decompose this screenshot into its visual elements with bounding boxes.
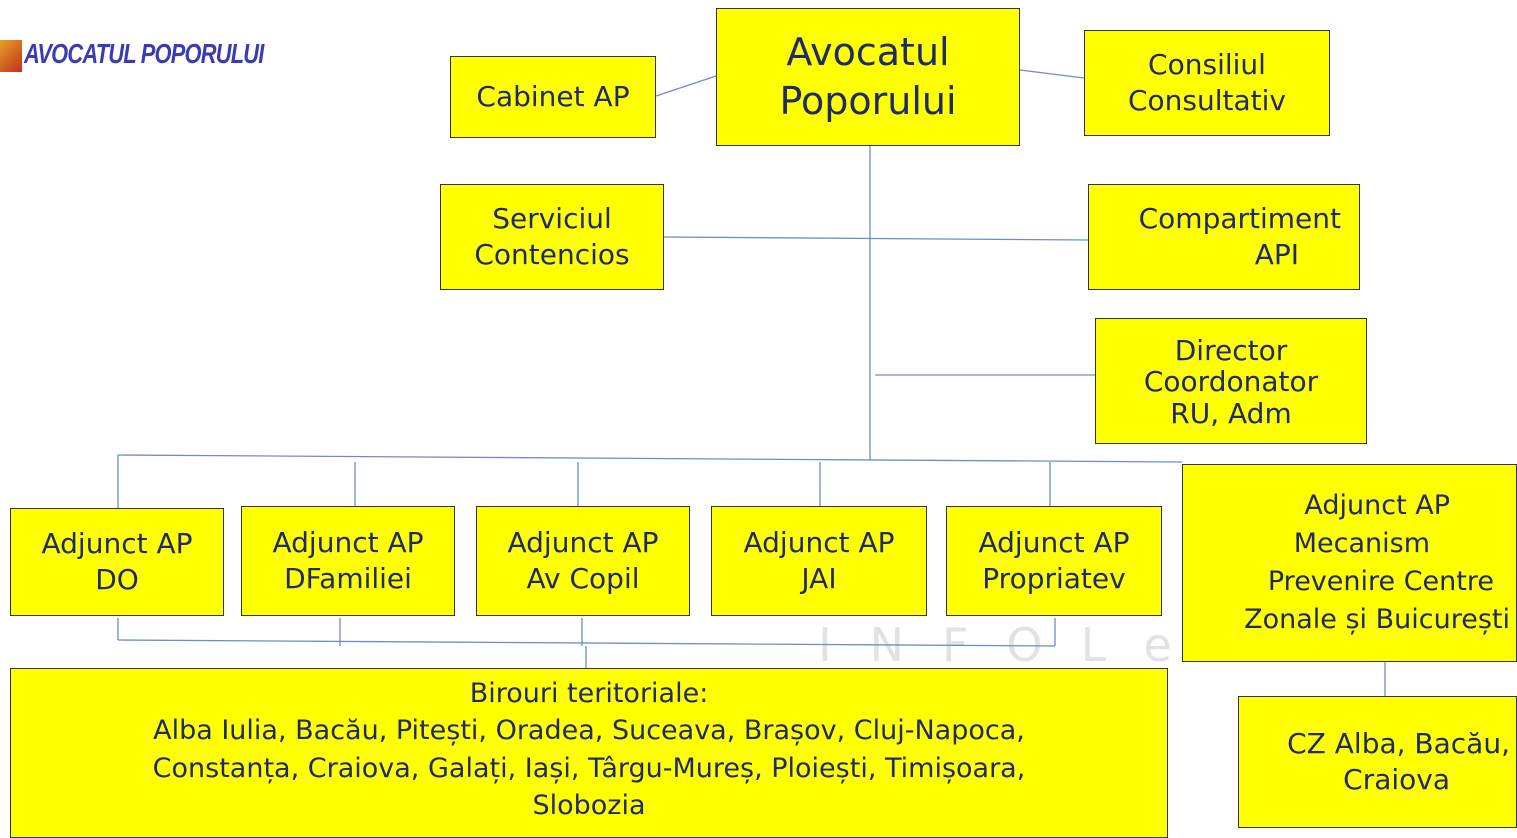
node-line: RU, Adm [1170, 396, 1292, 430]
node-line: Mecanism [1293, 528, 1430, 560]
node-line: Adjunct AP [272, 525, 424, 559]
node-adjunct-dfamiliei: Adjunct AP DFamiliei [241, 506, 455, 616]
node-line: Adjunct AP [743, 525, 895, 559]
node-director-coordonator: Director Coordonator RU, Adm [1095, 318, 1367, 444]
node-line: Serviciul [492, 201, 612, 235]
node-cabinet-ap: Cabinet AP [450, 56, 656, 138]
node-line: Av Copil [526, 562, 640, 595]
node-adjunct-mecanism: Adjunct AP Mecanism Prevenire Centre Zon… [1182, 464, 1517, 662]
node-line: Compartiment [1138, 201, 1341, 235]
node-line: Prevenire Centre [1267, 566, 1494, 597]
connector-adjunct-bus [117, 454, 1183, 463]
node-line: Coordonator [1143, 365, 1319, 399]
node-line: Consiliul [1148, 47, 1266, 81]
node-line: JAI [801, 562, 837, 595]
logo-text: AVOCATUL POPORULUI [24, 38, 264, 69]
node-line: Consultativ [1127, 84, 1286, 117]
node-adjunct-do: Adjunct AP DO [10, 508, 224, 616]
logo-mark-icon [0, 40, 22, 72]
node-line: Craiova [1343, 763, 1450, 796]
node-line: Adjunct AP [978, 525, 1130, 559]
connector-bottom-bus [117, 639, 1056, 647]
connector-serviciul-compartiment [663, 236, 1089, 241]
node-consiliul-consultativ: Consiliul Consultativ [1084, 30, 1330, 136]
node-line: Propriatev [982, 562, 1126, 595]
node-line: Contencios [474, 238, 630, 271]
node-line: Adjunct AP [1304, 490, 1450, 522]
node-adjunct-propriatev: Adjunct AP Propriatev [946, 506, 1162, 616]
node-birouri-teritoriale: Birouri teritoriale: Alba Iulia, Bacău, … [10, 668, 1168, 838]
node-line: Cabinet AP [476, 79, 630, 113]
node-adjunct-av-copil: Adjunct AP Av Copil [476, 506, 690, 616]
node-line: Adjunct AP [507, 525, 659, 559]
node-line: Adjunct AP [41, 526, 193, 560]
node-line: Zonale și Buicurești [1244, 603, 1510, 635]
node-avocatul-poporului: Avocatul Poporului [716, 8, 1020, 146]
connector-cabinet [655, 75, 717, 97]
node-line: DO [95, 563, 139, 596]
node-line: Poporului [779, 79, 957, 123]
node-line: Constanța, Craiova, Galați, Iași, Târgu-… [152, 752, 1026, 784]
connector-consiliul [1019, 69, 1085, 79]
node-compartiment-api: Compartiment API [1088, 184, 1360, 290]
node-cz: CZ Alba, Bacău, Craiova [1238, 696, 1517, 828]
node-line: Director [1174, 333, 1288, 367]
node-line: Alba Iulia, Bacău, Pitești, Oradea, Suce… [153, 715, 1025, 747]
node-line: DFamiliei [284, 562, 412, 595]
node-line: API [1254, 238, 1299, 271]
node-line: Slobozia [532, 789, 646, 821]
node-line: CZ Alba, Bacău, [1287, 726, 1510, 760]
logo: AVOCATUL POPORULUI [0, 18, 330, 72]
node-line: Avocatul [786, 29, 950, 74]
node-serviciul-contencios: Serviciul Contencios [440, 184, 664, 290]
node-adjunct-jai: Adjunct AP JAI [711, 506, 927, 616]
node-line: Birouri teritoriale: [469, 678, 709, 709]
